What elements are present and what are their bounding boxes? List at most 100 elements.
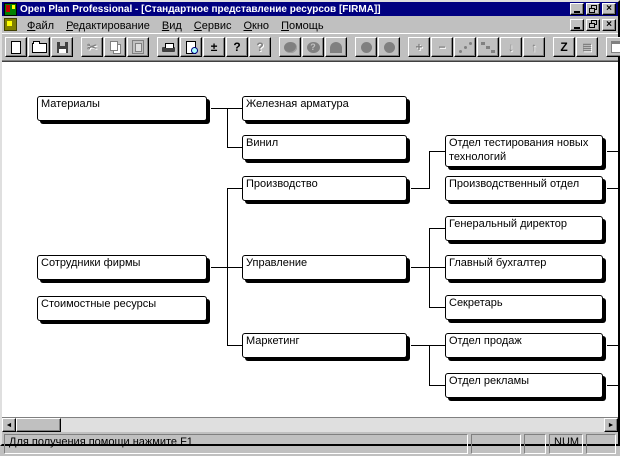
- toolbar-group: Z≣: [553, 37, 599, 57]
- circle-icon: [384, 42, 395, 53]
- copy-icon: [110, 41, 118, 51]
- down-arrow-icon: ↓: [508, 41, 514, 53]
- close-icon: [606, 20, 612, 30]
- clipboard-icon: [132, 40, 144, 54]
- steps-button: [477, 37, 499, 57]
- arch-icon: [330, 42, 342, 53]
- circle-tool-a-button: [355, 37, 377, 57]
- resource-node-materials[interactable]: Материалы: [37, 96, 207, 121]
- toolbar: ✂ ±?? +− ↓ ↑ Z≣: [2, 34, 618, 61]
- connector-line: [227, 188, 242, 189]
- window-title: Open Plan Professional - [Стандартное пр…: [20, 4, 565, 15]
- resource-node-iron-fittings[interactable]: Железная арматура: [242, 96, 407, 121]
- mdi-close-button[interactable]: [602, 19, 616, 31]
- left-arrow-icon: ◄: [6, 422, 13, 429]
- toolbar-group: ✂: [81, 37, 150, 57]
- sort-z-button[interactable]: Z: [553, 37, 575, 57]
- resource-node-sales-dept[interactable]: Отдел продаж: [445, 333, 603, 358]
- resource-sheet-button[interactable]: ±: [203, 37, 225, 57]
- circle-icon: [361, 42, 372, 53]
- status-pane-1: [471, 434, 521, 454]
- connector-line: [429, 228, 430, 308]
- connector-line: [429, 385, 445, 386]
- resource-node-production-dept[interactable]: Производственный отдел: [445, 176, 603, 201]
- resource-node-management[interactable]: Управление: [242, 255, 407, 280]
- document-icon[interactable]: [4, 18, 17, 31]
- tile-icon: [611, 41, 620, 53]
- connector-line: [411, 345, 429, 346]
- right-arrow-icon: ►: [608, 422, 615, 429]
- add-resource-button: +: [408, 37, 430, 57]
- menu-item-service[interactable]: Сервис: [188, 20, 238, 32]
- ellipse-icon: [284, 42, 297, 53]
- print-button[interactable]: [157, 37, 179, 57]
- open-button[interactable]: [28, 37, 50, 57]
- status-message: Для получения помощи нажмите F1: [4, 434, 468, 454]
- ellipse-tool-button: [279, 37, 301, 57]
- connector-line: [429, 307, 445, 308]
- toolbar-group: [5, 37, 74, 57]
- scrollbar-thumb[interactable]: [16, 418, 61, 432]
- scissors-icon: ✂: [87, 41, 97, 53]
- resource-node-general-director[interactable]: Генеральный директор: [445, 216, 603, 241]
- toolbar-group: +− ↓ ↑: [408, 37, 546, 57]
- connector-line: [607, 151, 618, 152]
- connector-line: [411, 267, 429, 268]
- resource-node-cost-resources[interactable]: Стоимостные ресурсы: [37, 296, 207, 321]
- menu-item-view[interactable]: Вид: [156, 20, 188, 32]
- question-icon: ?: [233, 41, 240, 53]
- connector-line: [227, 147, 242, 148]
- resource-node-production[interactable]: Производство: [242, 176, 407, 201]
- minus-icon: −: [438, 41, 445, 53]
- resource-node-secretary[interactable]: Секретарь: [445, 295, 603, 320]
- app-icon: [4, 3, 17, 16]
- dots-icon: [464, 46, 467, 49]
- paste-button: [127, 37, 149, 57]
- resource-node-chief-accountant[interactable]: Главный бухгалтер: [445, 255, 603, 280]
- resource-node-new-tech-testing-dept[interactable]: Отдел тестирования новых технологий: [445, 135, 603, 167]
- connector-line: [429, 267, 445, 268]
- scroll-right-button[interactable]: ►: [604, 418, 618, 432]
- layout-button: ≣: [576, 37, 598, 57]
- print-preview-button[interactable]: [180, 37, 202, 57]
- connector-line: [429, 345, 430, 386]
- new-button[interactable]: [5, 37, 27, 57]
- connector-line: [411, 188, 429, 189]
- menu-item-edit[interactable]: Редактирование: [60, 20, 156, 32]
- connector-line: [429, 345, 445, 346]
- move-up-button: ↑: [523, 37, 545, 57]
- toolbar-group: [279, 37, 348, 57]
- cut-button: ✂: [81, 37, 103, 57]
- ellipse-query-tool-button: [302, 37, 324, 57]
- menu-item-help[interactable]: Помощь: [275, 20, 330, 32]
- toolbar-group: [606, 37, 620, 57]
- copy-button: [104, 37, 126, 57]
- horizontal-scrollbar[interactable]: ◄ ►: [2, 417, 618, 432]
- status-bar: Для получения помощи нажмите F1 NUM: [2, 432, 618, 456]
- app-window: Open Plan Professional - [Стандартное пр…: [0, 0, 620, 446]
- mdi-minimize-button[interactable]: [570, 19, 584, 31]
- close-button[interactable]: [602, 3, 616, 15]
- resource-node-marketing[interactable]: Маркетинг: [242, 333, 407, 358]
- ellipse-question-icon: [307, 42, 320, 53]
- connector-line: [227, 345, 242, 346]
- resource-node-company-staff[interactable]: Сотрудники фирмы: [37, 255, 207, 280]
- scroll-left-button[interactable]: ◄: [2, 418, 16, 432]
- minimize-icon: [574, 27, 580, 29]
- menu-item-window[interactable]: Окно: [237, 20, 275, 32]
- printer-icon: [162, 47, 175, 52]
- toolbar-group: ±??: [157, 37, 272, 57]
- arrow-question-icon: ?: [256, 41, 263, 53]
- resource-node-vinyl[interactable]: Винил: [242, 135, 407, 160]
- connector-line: [607, 345, 618, 346]
- minimize-button[interactable]: [570, 3, 584, 15]
- tile-view-button: [606, 37, 620, 57]
- menu-item-file[interactable]: Файл: [21, 20, 60, 32]
- help-button[interactable]: ?: [226, 37, 248, 57]
- restore-button[interactable]: [586, 3, 600, 15]
- save-button[interactable]: [51, 37, 73, 57]
- resource-node-advertising-dept[interactable]: Отдел рекламы: [445, 373, 603, 398]
- steps-icon: [486, 46, 490, 49]
- mdi-restore-button[interactable]: [586, 19, 600, 31]
